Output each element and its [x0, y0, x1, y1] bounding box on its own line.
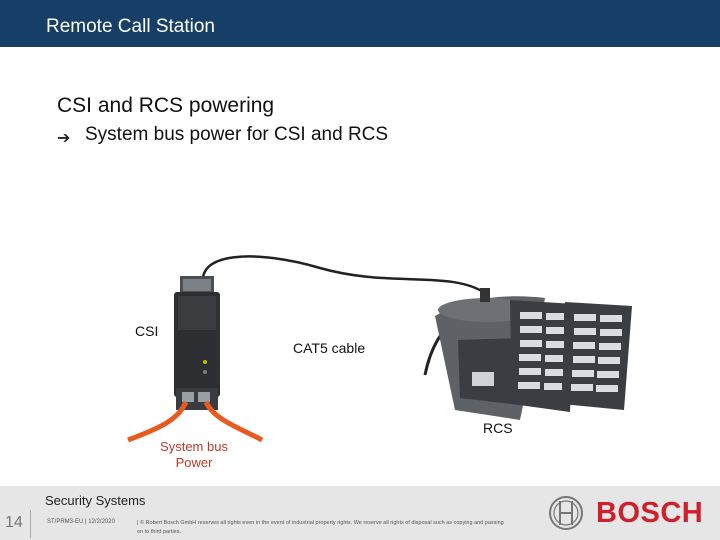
system-bus-cable-right [203, 400, 264, 443]
arrow-right-icon: ➔ [57, 130, 71, 147]
cable-label: CAT5 cable [293, 340, 366, 356]
power-label-line2: Power [175, 455, 213, 470]
slide-title: CSI and RCS powering [57, 94, 275, 117]
footer-bar [0, 486, 720, 540]
bosch-logo-text: BOSCH [596, 497, 704, 529]
footer-divider [30, 510, 31, 538]
footer-label: Security Systems [45, 493, 146, 508]
rcs-label: RCS [483, 420, 513, 436]
system-bus-cable-left [127, 400, 189, 443]
header-title: Remote Call Station [46, 16, 215, 37]
cat5-cable [201, 255, 486, 295]
bullet-text: System bus power for CSI and RCS [85, 124, 389, 145]
page-number: 14 [5, 514, 23, 531]
system-bus-power-label: System bus Power [152, 439, 236, 471]
csi-label: CSI [135, 323, 159, 339]
footer-dept: ST/PRM3-EU | 12/2/2020 [47, 519, 115, 525]
power-label-line1: System bus [160, 439, 228, 454]
csi-device [174, 276, 220, 410]
rcs-key-columns [518, 312, 622, 392]
bosch-logo-icon [546, 495, 586, 536]
footer-copyright: | © Robert Bosch GmbH reserves all right… [137, 520, 504, 535]
header-bar [0, 0, 720, 47]
